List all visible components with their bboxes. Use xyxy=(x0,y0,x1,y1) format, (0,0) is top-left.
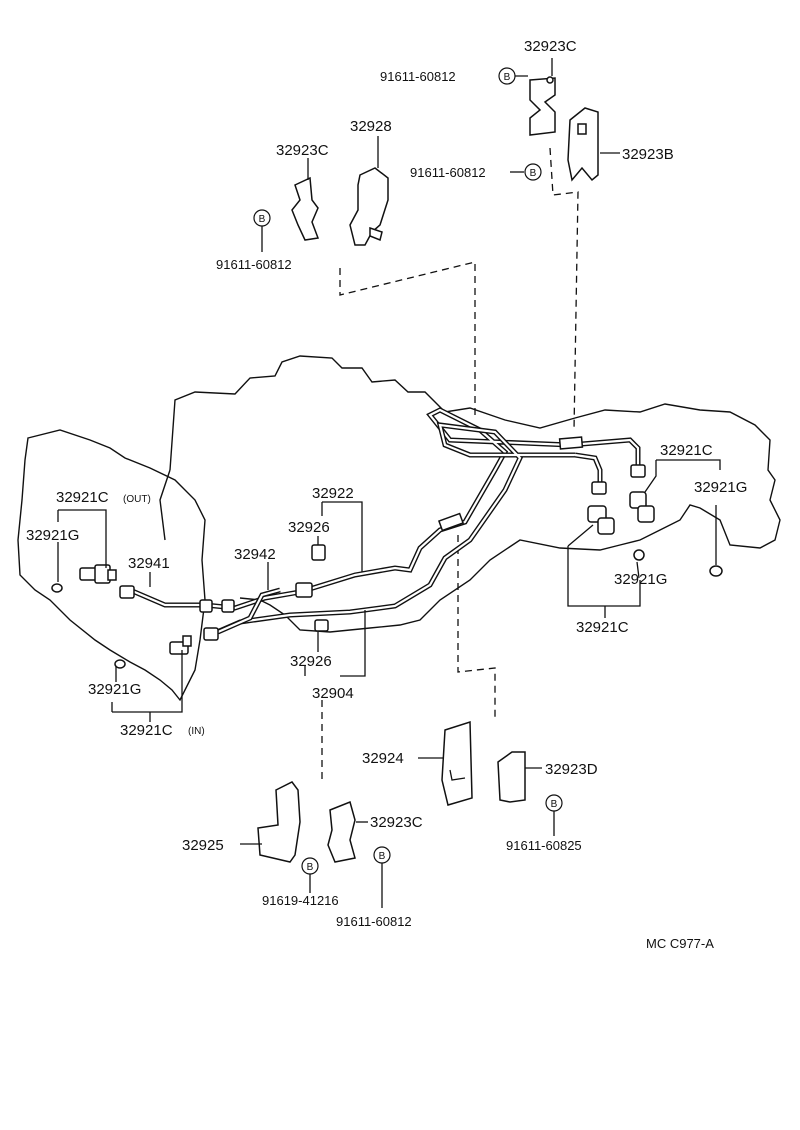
leader-left-bracket xyxy=(339,261,476,415)
label-32926-bottom: 32926 xyxy=(290,653,332,670)
bracket-32923c-bottom xyxy=(327,800,356,863)
bolt-mark-icon-41216: B xyxy=(301,857,319,875)
label-32942: 32942 xyxy=(234,546,276,563)
drawing-code: MC C977-A xyxy=(646,936,714,951)
fitting-32921c-out xyxy=(79,564,117,584)
bolt-mark-text: B xyxy=(259,214,266,225)
label-bolt-91611-60825: 91611-60825 xyxy=(506,838,582,853)
label-bolt-91611-60812-top1: 91611-60812 xyxy=(380,69,456,84)
fitting-32921c-in xyxy=(169,635,192,655)
label-bolt-91611-60812-bottom: 91611-60812 xyxy=(336,914,412,929)
bolt-mark-icon-bottom: B xyxy=(373,846,391,864)
bolt-mark-icon-60825: B xyxy=(545,794,563,812)
fitting-hose-end-left xyxy=(119,585,235,641)
label-32904: 32904 xyxy=(312,685,354,702)
bolt-mark-text: B xyxy=(307,862,314,873)
fitting-right-lower xyxy=(587,481,615,535)
bolt-mark-text: B xyxy=(530,168,537,179)
label-32921c-right-bottom: 32921C xyxy=(576,619,629,636)
label-32921c-right: 32921C xyxy=(660,442,713,459)
fitting-right-upper xyxy=(629,464,655,523)
bracket-32928 xyxy=(349,167,389,246)
label-32925: 32925 xyxy=(182,837,224,854)
pipe-right-lower-inner xyxy=(574,453,602,485)
hose-32942-inner xyxy=(217,588,281,634)
pipe-clamp-right xyxy=(558,436,584,450)
transaxle-outline xyxy=(17,429,206,702)
pipe-right-upper-inner xyxy=(569,438,640,465)
bolt-mark-icon-top2: B xyxy=(524,163,542,181)
engine-block-outline xyxy=(169,355,781,633)
label-32921c-out: 32921C xyxy=(56,489,109,506)
label-out-tag: (OUT) xyxy=(123,494,151,505)
leader-bottom-right xyxy=(457,535,496,720)
gasket-32921g-left-bottom xyxy=(114,659,126,669)
pipe-lower xyxy=(209,422,575,638)
pipe-upper-inner xyxy=(129,408,571,610)
label-32923b: 32923B xyxy=(622,146,674,163)
label-32922: 32922 xyxy=(312,485,354,502)
label-32921c-in: 32921C xyxy=(120,722,173,739)
label-32921g-right2: 32921G xyxy=(614,571,667,588)
sleeve-32926-bottom xyxy=(314,619,329,632)
bolt-mark-text: B xyxy=(504,72,511,83)
bolt-mark-text: B xyxy=(379,851,386,862)
label-bolt-91611-60812-left: 91611-60812 xyxy=(216,257,292,272)
bolt-mark-text: B xyxy=(551,799,558,810)
label-32921g-left-bottom: 32921G xyxy=(88,681,141,698)
label-32924: 32924 xyxy=(362,750,404,767)
bracket-32923d xyxy=(497,751,526,803)
label-32923c-bottom: 32923C xyxy=(370,814,423,831)
pipe-lower-inner xyxy=(209,423,575,637)
label-32923d: 32923D xyxy=(545,761,598,778)
leader-lines xyxy=(57,58,721,908)
label-bolt-91619-41216: 91619-41216 xyxy=(262,893,339,908)
bracket-32924 xyxy=(441,720,473,806)
sleeve-32926-top xyxy=(311,544,326,561)
transaxle-inner-edge xyxy=(159,469,171,541)
leader-right-bracket xyxy=(549,147,579,431)
bracket-32923c-top xyxy=(529,76,556,136)
bracket-32923c-left xyxy=(291,176,320,241)
pipe-clamp-left xyxy=(437,512,465,532)
label-in-tag: (IN) xyxy=(188,726,205,737)
label-32941: 32941 xyxy=(128,555,170,572)
gasket-32921g-right-2 xyxy=(633,549,645,561)
label-32921g-left: 32921G xyxy=(26,527,79,544)
label-32926-top: 32926 xyxy=(288,519,330,536)
bolt-mark-icon-left: B xyxy=(253,209,271,227)
bracket-32923b xyxy=(567,107,599,182)
label-32923c-left: 32923C xyxy=(276,142,329,159)
label-32923c-top: 32923C xyxy=(524,38,577,55)
label-32928: 32928 xyxy=(350,118,392,135)
label-32921g-right1: 32921G xyxy=(694,479,747,496)
gasket-32921g-right xyxy=(709,565,723,577)
gasket-32921g-left xyxy=(51,583,63,593)
fitting-32922 xyxy=(295,582,313,598)
bolt-mark-icon-top1: B xyxy=(498,67,516,85)
bracket-32925 xyxy=(257,781,301,863)
label-bolt-91611-60812-top2: 91611-60812 xyxy=(410,165,486,180)
